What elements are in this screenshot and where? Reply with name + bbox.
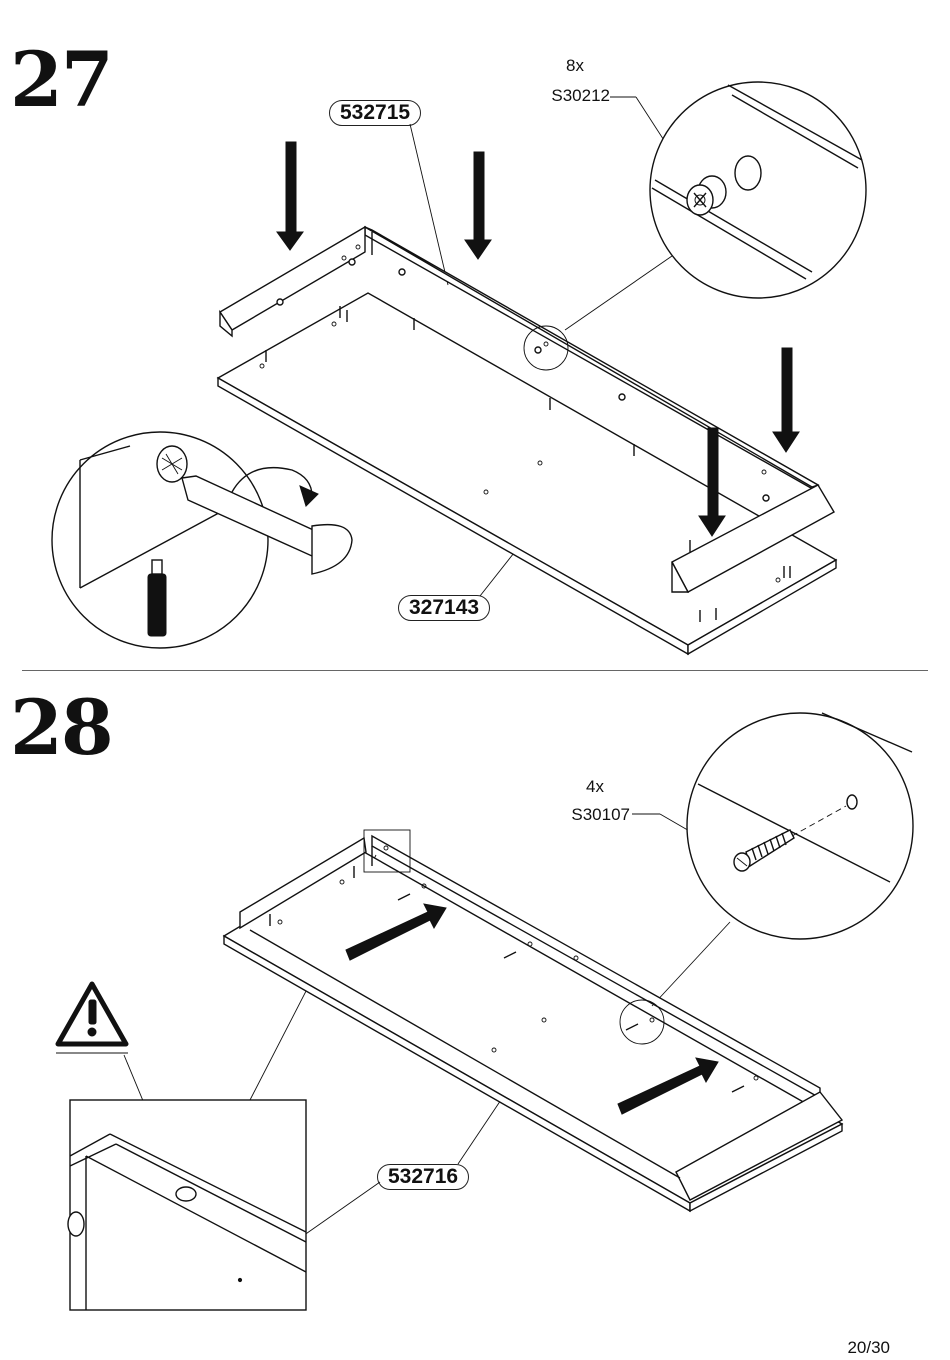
warning-triangle-icon — [58, 984, 126, 1044]
zoom-detail-corner — [68, 1100, 306, 1310]
zoom-detail-screw — [687, 713, 913, 939]
page-number: 20/30 — [847, 1338, 890, 1358]
leader-screw-detail — [652, 922, 730, 1006]
